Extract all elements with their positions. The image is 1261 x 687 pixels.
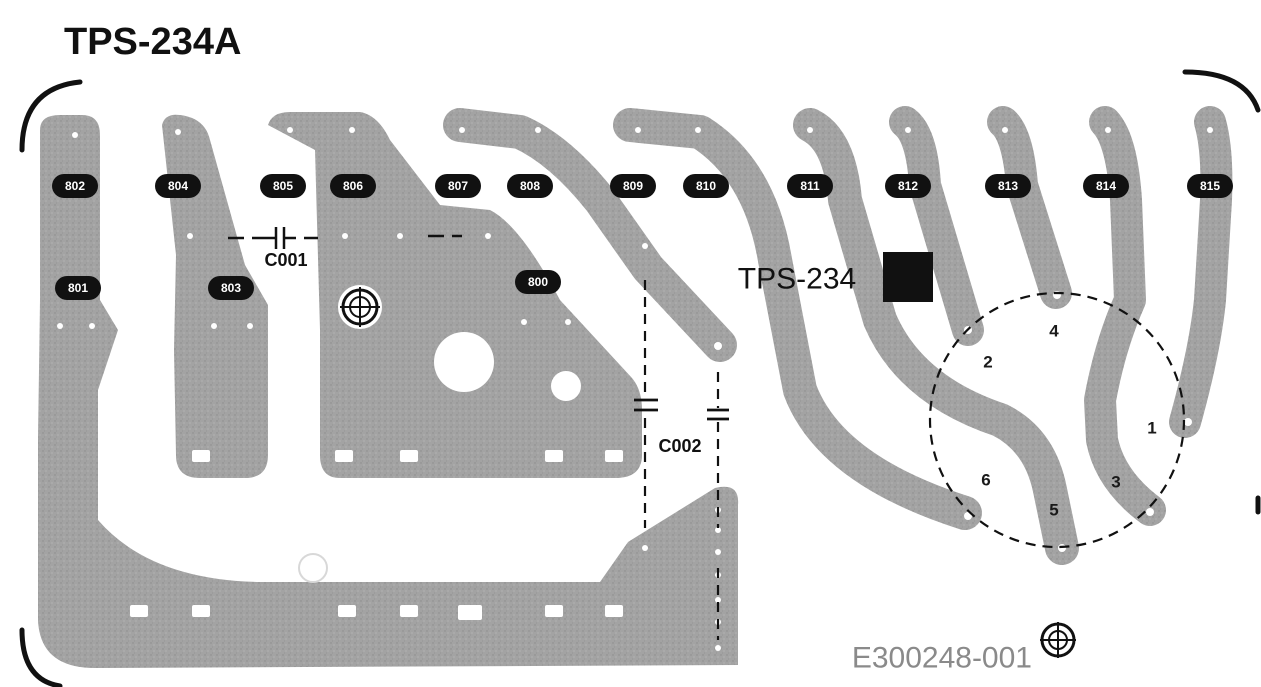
board-title: TPS-234A [64, 21, 241, 63]
pad-808: 808 [507, 174, 553, 198]
pin-number: 2 [983, 353, 992, 372]
pad-label: 814 [1096, 179, 1116, 193]
pin-number: 3 [1111, 473, 1120, 492]
pad-label: 803 [221, 281, 241, 295]
pad-label: 810 [696, 179, 716, 193]
pad-label: 804 [168, 179, 188, 193]
pad-809: 809 [610, 174, 656, 198]
capacitor-c001-symbol [228, 227, 462, 249]
pin-number: 1 [1147, 419, 1156, 438]
pad-812: 812 [885, 174, 931, 198]
mounting-holes [298, 332, 581, 583]
pad-label: 802 [65, 179, 85, 193]
pad-label: 808 [520, 179, 540, 193]
copper-area-left [38, 115, 739, 668]
pad-810: 810 [683, 174, 729, 198]
pin-number: 5 [1049, 501, 1058, 520]
pad-802-top: 802 [52, 174, 98, 198]
pad-806: 806 [330, 174, 376, 198]
solder-slots [130, 450, 623, 620]
pad-label: 811 [800, 179, 820, 193]
pad-label: 806 [343, 179, 363, 193]
capacitor-c002-symbol [634, 280, 729, 640]
pad-label: 800 [528, 275, 548, 289]
c002-label: C002 [658, 436, 701, 456]
pad-805: 805 [260, 174, 306, 198]
pad-804: 804 [155, 174, 201, 198]
pad-800: 800 [515, 270, 561, 294]
connector-outline [928, 291, 1186, 549]
component-label: TPS-234 [738, 263, 856, 296]
board-outline [19, 69, 1261, 687]
part-number: E300248-001 [852, 642, 1032, 675]
pad-label: 801 [68, 281, 88, 295]
pad-label: 812 [898, 179, 918, 193]
registration-mark-icon [338, 285, 382, 329]
pad-814: 814 [1083, 174, 1129, 198]
pad-801: 801 [55, 276, 101, 300]
c001-label: C001 [264, 250, 307, 270]
pad-label: 815 [1200, 179, 1220, 193]
pad-label: 807 [448, 179, 468, 193]
pad-label: 805 [273, 179, 293, 193]
copper-area-center [268, 112, 642, 478]
connector-pin-numbers: 1 2 3 4 5 6 [981, 322, 1156, 520]
pad-813: 813 [985, 174, 1031, 198]
pad-815: 815 [1187, 174, 1233, 198]
pad-811: 811 [787, 174, 833, 198]
component-body [883, 252, 933, 302]
pad-807: 807 [435, 174, 481, 198]
pin-number: 4 [1049, 322, 1059, 341]
pad-803: 803 [208, 276, 254, 300]
pad-label: 813 [998, 179, 1018, 193]
pin-number: 6 [981, 471, 990, 490]
pad-label: 809 [623, 179, 643, 193]
registration-mark-icon [1040, 622, 1076, 658]
